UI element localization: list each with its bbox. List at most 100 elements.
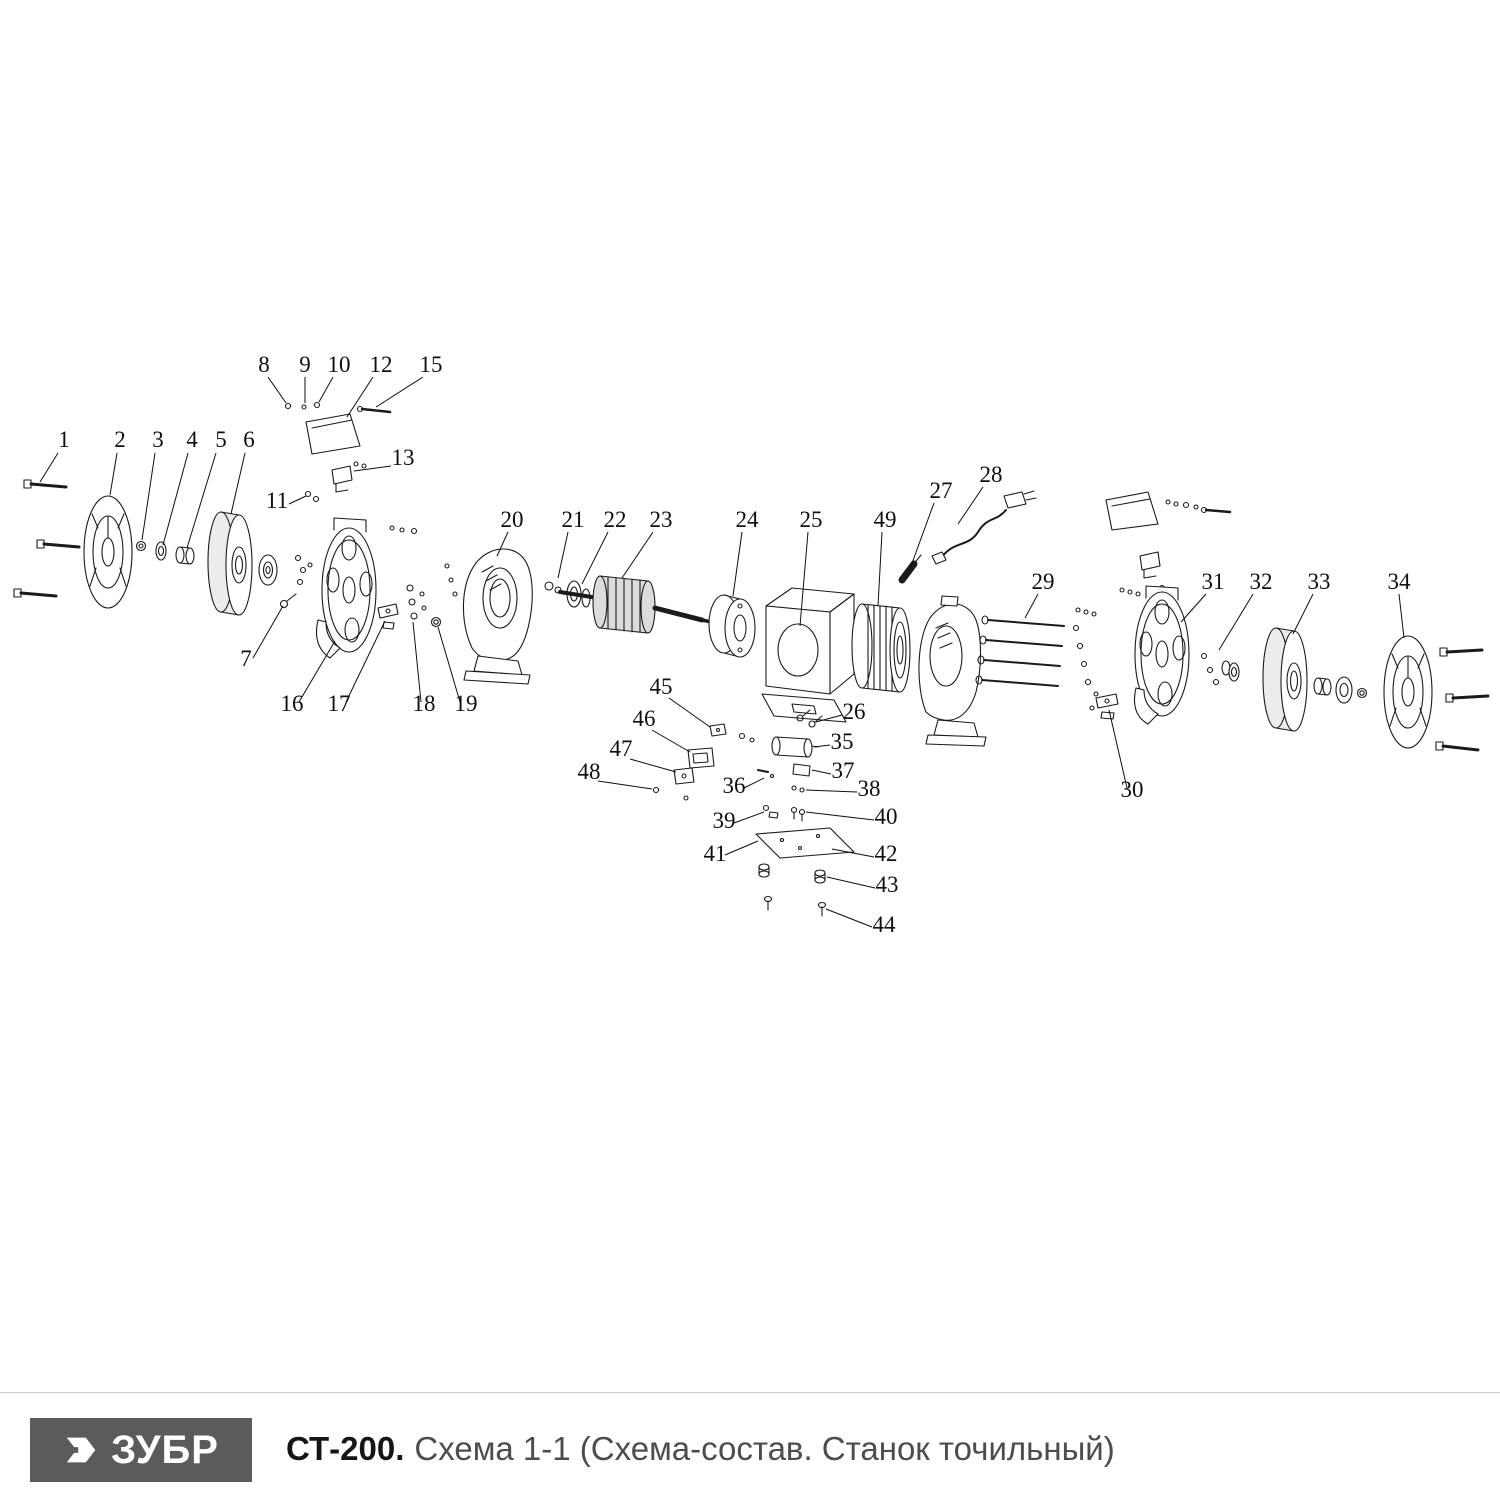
part-label-31: 31 xyxy=(1202,569,1225,594)
leader-line-7 xyxy=(252,605,284,659)
leader-line-44 xyxy=(825,908,873,928)
part-label-24: 24 xyxy=(736,507,760,532)
leader-line-8 xyxy=(267,376,287,404)
part-label-46: 46 xyxy=(633,706,656,731)
leader-line-5 xyxy=(186,452,217,549)
right-housing xyxy=(918,595,987,747)
leader-line-47 xyxy=(629,758,677,773)
footer-divider xyxy=(0,1392,1500,1393)
part-label-39: 39 xyxy=(713,808,736,833)
leader-line-18 xyxy=(412,621,422,703)
leader-line-6 xyxy=(230,452,246,515)
part-label-41: 41 xyxy=(704,841,727,866)
right-wheel-cover xyxy=(1383,635,1433,749)
leader-line-46 xyxy=(651,729,691,753)
part-label-4: 4 xyxy=(186,427,198,452)
leader-line-33 xyxy=(1292,593,1314,635)
left-bearing xyxy=(258,554,278,586)
left-wheel-cover xyxy=(83,495,133,609)
part-label-20: 20 xyxy=(501,507,524,532)
leader-line-12 xyxy=(346,376,374,418)
leader-line-27 xyxy=(910,502,935,567)
leader-line-19 xyxy=(437,626,461,703)
part-label-19: 19 xyxy=(455,691,478,716)
part-label-27: 27 xyxy=(930,478,953,503)
part-label-8: 8 xyxy=(258,352,270,377)
base-plate xyxy=(755,827,855,859)
part-label-40: 40 xyxy=(875,804,898,829)
leader-line-32 xyxy=(1218,593,1254,651)
leader-line-22 xyxy=(581,531,609,585)
part-label-18: 18 xyxy=(413,691,436,716)
part-label-28: 28 xyxy=(980,462,1003,487)
part-label-16: 16 xyxy=(281,691,304,716)
leader-line-10 xyxy=(318,376,334,403)
leader-line-2 xyxy=(109,452,118,496)
leader-line-37 xyxy=(811,769,832,775)
part-label-3: 3 xyxy=(152,427,164,452)
part-label-29: 29 xyxy=(1032,569,1055,594)
part-label-22: 22 xyxy=(604,507,627,532)
part-label-23: 23 xyxy=(650,507,673,532)
part-label-35: 35 xyxy=(831,729,854,754)
leader-line-45 xyxy=(668,697,711,728)
leader-line-17 xyxy=(345,620,386,703)
rotor xyxy=(592,575,727,634)
part-label-11: 11 xyxy=(266,488,288,513)
part-label-1: 1 xyxy=(58,427,70,452)
stator-core xyxy=(851,603,911,693)
schema-title: СТ-200.Схема 1-1 (Схема-состав. Станок т… xyxy=(286,1430,1115,1468)
rubber-feet xyxy=(758,863,827,917)
left-small-screws xyxy=(279,554,313,609)
part-label-17: 17 xyxy=(328,691,351,716)
left-inner-guard xyxy=(315,517,418,659)
left-housing xyxy=(462,548,533,685)
cord-clamp-hardware xyxy=(757,763,811,822)
leader-line-41 xyxy=(724,840,759,856)
part-label-44: 44 xyxy=(873,912,897,937)
switch-assembly xyxy=(652,723,755,801)
part-label-15: 15 xyxy=(420,352,443,377)
tie-bolts xyxy=(975,607,1105,711)
leader-line-40 xyxy=(805,811,875,821)
part-label-2: 2 xyxy=(114,427,126,452)
part-label-12: 12 xyxy=(370,352,393,377)
right-arbor-hardware xyxy=(1200,652,1240,686)
part-label-36: 36 xyxy=(723,773,746,798)
leader-line-15 xyxy=(375,376,424,408)
leader-line-48 xyxy=(597,780,653,790)
part-label-45: 45 xyxy=(650,674,673,699)
leader-line-31 xyxy=(1180,593,1207,623)
part-label-7: 7 xyxy=(240,646,252,671)
part-label-6: 6 xyxy=(243,427,255,452)
leader-line-26 xyxy=(815,714,843,723)
part-label-13: 13 xyxy=(392,445,415,470)
left-eye-shield-assembly xyxy=(284,401,392,503)
capacitor-small xyxy=(898,554,922,584)
leader-line-16 xyxy=(298,640,336,703)
leader-line-1 xyxy=(39,452,59,483)
part-label-10: 10 xyxy=(328,352,351,377)
part-label-37: 37 xyxy=(832,758,855,783)
power-cord xyxy=(931,490,1037,565)
leader-line-24 xyxy=(732,531,743,597)
leader-line-23 xyxy=(621,531,654,579)
leader-line-34 xyxy=(1398,593,1405,639)
left-arbor-hardware xyxy=(135,540,195,565)
capacitor xyxy=(771,736,819,758)
part-label-47: 47 xyxy=(610,736,633,761)
right-spacer-bearing xyxy=(1313,676,1368,704)
zubr-arrow-icon xyxy=(66,1437,96,1463)
exploded-view-drawing xyxy=(13,401,1490,917)
part-label-33: 33 xyxy=(1308,569,1331,594)
part-label-21: 21 xyxy=(562,507,585,532)
brand-name: ЗУБР xyxy=(111,1428,219,1472)
leader-line-30 xyxy=(1108,709,1128,789)
part-label-38: 38 xyxy=(858,776,881,801)
bearing-housing xyxy=(708,594,756,658)
right-eye-shield-assembly xyxy=(1105,491,1232,596)
left-grinding-wheel xyxy=(207,511,253,616)
leader-line-49 xyxy=(877,531,883,607)
right-guard-bracket xyxy=(1095,693,1119,720)
